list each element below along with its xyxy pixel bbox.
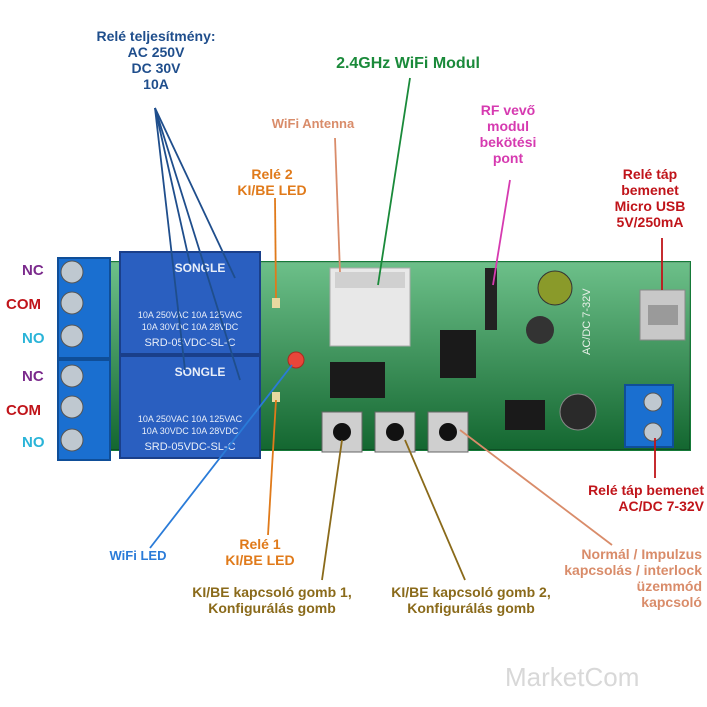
pin-no-2: NO — [22, 434, 45, 451]
pin-com-2: COM — [6, 402, 41, 419]
relay2-led — [272, 298, 280, 308]
svg-text:SONGLE: SONGLE — [175, 365, 226, 379]
wifi-module — [329, 267, 411, 347]
button-2[interactable] — [374, 411, 416, 453]
ic-chip-3 — [505, 400, 545, 430]
rf-header — [485, 268, 497, 330]
svg-text:SONGLE: SONGLE — [175, 261, 226, 275]
relay-2: SONGLE 10A 250VAC 10A 125VAC 10A 30VDC 1… — [119, 355, 261, 459]
mode-switch-label: Normál / Impulzus kapcsolás / interlock … — [564, 546, 702, 610]
pin-no-1: NO — [22, 330, 45, 347]
board-voltage-text: AC/DC 7-32V — [581, 288, 593, 355]
svg-text:SRD-05VDC-SL-C: SRD-05VDC-SL-C — [144, 337, 235, 349]
svg-text:10A 250VAC 10A 125VAC: 10A 250VAC 10A 125VAC — [138, 310, 243, 320]
svg-text:10A 30VDC 10A 28VDC: 10A 30VDC 10A 28VDC — [142, 426, 239, 436]
svg-text:10A 30VDC 10A 28VDC: 10A 30VDC 10A 28VDC — [142, 322, 239, 332]
pin-com-1: COM — [6, 296, 41, 313]
wifi-module-label: 2.4GHz WiFi Modul — [336, 55, 480, 72]
watermark: MarketCom — [505, 662, 640, 692]
wifi-led — [287, 351, 305, 369]
button1-label: KI/BE kapcsoló gomb 1, Konfigurálás gomb — [192, 584, 352, 616]
relay-power-label: Relé teljesítmény: AC 250V DC 30V 10A — [96, 28, 216, 92]
svg-text:10A 250VAC 10A 125VAC: 10A 250VAC 10A 125VAC — [138, 414, 243, 424]
capacitor-1 — [537, 270, 573, 306]
power-terminal — [624, 384, 674, 448]
ic-chip-1 — [330, 362, 385, 398]
pin-nc-2: NC — [22, 368, 44, 385]
capacitor-2 — [559, 393, 597, 431]
wifi-antenna-label: WiFi Antenna — [271, 116, 355, 131]
inductor — [526, 316, 554, 344]
terminal-block-1 — [57, 257, 111, 359]
relay1-led-label: Relé 1 KI/BE LED — [225, 536, 295, 568]
terminal-block-2 — [57, 359, 111, 461]
annotation-lines — [149, 77, 663, 581]
button2-label: KI/BE kapcsoló gomb 2, Konfigurálás gomb — [391, 584, 551, 616]
dc-input-label: Relé táp bemenet AC/DC 7-32V — [588, 482, 704, 514]
ic-chip-2 — [440, 330, 476, 378]
relay2-led-label: Relé 2 KI/BE LED — [237, 166, 307, 198]
usb-input-label: Relé táp bemenet Micro USB 5V/250mA — [614, 166, 686, 230]
relay-1: SONGLE 10A 250VAC 10A 125VAC 10A 30VDC 1… — [119, 251, 261, 355]
pin-nc-1: NC — [22, 262, 44, 279]
svg-text:SRD-05VDC-SL-C: SRD-05VDC-SL-C — [144, 441, 235, 453]
relay1-led — [272, 392, 280, 402]
rf-point-label: RF vevő modul bekötési pont — [479, 102, 537, 166]
wifi-led-label: WiFi LED — [109, 548, 167, 563]
